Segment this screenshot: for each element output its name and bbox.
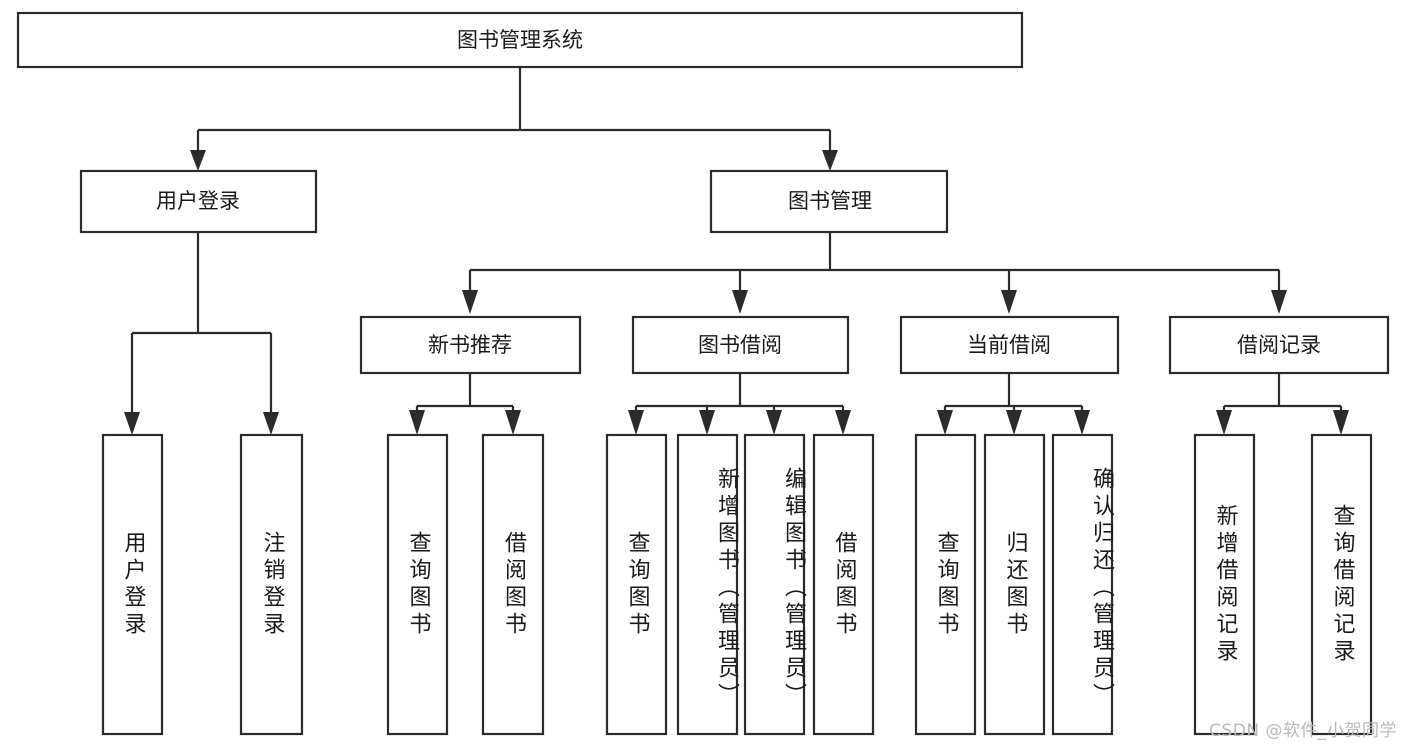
node-user-login[interactable]: 用户登录 xyxy=(79,169,318,234)
arrow-head-current-borrow xyxy=(1001,290,1017,314)
arrow-head-leaf-add-record xyxy=(1216,410,1232,435)
leaf-box-borrow-book-1[interactable] xyxy=(481,433,545,736)
node-root-label: 图书管理系统 xyxy=(457,28,583,52)
node-current-borrow-box[interactable] xyxy=(899,315,1120,375)
arrow-head-leaf-borrow-book-1 xyxy=(505,410,521,435)
leaf-box-user-login[interactable] xyxy=(101,433,164,736)
node-user-login-box[interactable] xyxy=(79,169,318,234)
leaf-box-borrow-book-2[interactable] xyxy=(812,433,875,736)
arrow-head-leaf-add-book xyxy=(699,410,715,435)
node-root[interactable]: 图书管理系统 xyxy=(16,11,1024,69)
leaf-box-query-book-2[interactable] xyxy=(605,433,668,736)
leaf-box-query-book-3[interactable] xyxy=(914,433,977,736)
node-book-manage[interactable]: 图书管理 xyxy=(709,169,949,234)
node-borrow-record-label: 借阅记录 xyxy=(1237,333,1321,357)
connector-group-book-borrow xyxy=(628,373,851,435)
arrow-head-user-login xyxy=(190,150,206,171)
arrow-head-leaf-return-book xyxy=(1006,410,1022,435)
node-book-borrow-box[interactable] xyxy=(631,315,850,375)
node-borrow-record-box[interactable] xyxy=(1168,315,1390,375)
arrow-head-leaf-borrow-book-2 xyxy=(835,410,851,435)
node-borrow-record[interactable]: 借阅记录 xyxy=(1168,315,1390,375)
arrow-head-book-manage xyxy=(822,150,838,171)
arrow-head-book-borrow xyxy=(732,290,748,314)
connector-group-borrow-record xyxy=(1216,373,1349,435)
connector-group-current-borrow xyxy=(937,373,1090,435)
node-book-borrow[interactable]: 图书借阅 xyxy=(631,315,850,375)
node-new-book-rec-label: 新书推荐 xyxy=(428,333,512,357)
connector-group-user-login xyxy=(124,232,279,435)
csdn-watermark: CSDN @软件_小贺同学 xyxy=(1209,721,1397,741)
arrow-head-leaf-user-login xyxy=(124,412,140,435)
arrow-head-leaf-logout-login xyxy=(263,412,279,435)
connector-group-new-book-rec xyxy=(409,373,521,435)
arrow-head-leaf-edit-book xyxy=(766,410,782,435)
node-book-borrow-label: 图书借阅 xyxy=(698,333,782,357)
leaf-box-confirm-return[interactable] xyxy=(1051,433,1114,736)
leaf-box-query-book-1[interactable] xyxy=(386,433,449,736)
connector-group-root xyxy=(190,67,838,171)
arrow-head-new-book-rec xyxy=(462,290,478,314)
node-new-book-rec-box[interactable] xyxy=(359,315,582,375)
node-current-borrow[interactable]: 当前借阅 xyxy=(899,315,1120,375)
leaf-box-add-record[interactable] xyxy=(1193,433,1256,736)
arrow-head-leaf-query-book-3 xyxy=(937,410,953,435)
node-book-manage-label: 图书管理 xyxy=(788,189,872,213)
node-user-login-label: 用户登录 xyxy=(156,189,240,213)
arrow-head-leaf-query-book-2 xyxy=(628,410,644,435)
leaf-box-edit-book[interactable] xyxy=(743,433,806,736)
connector-group-book-manage xyxy=(462,232,1287,314)
leaf-box-logout-login[interactable] xyxy=(239,433,304,736)
node-current-borrow-label: 当前借阅 xyxy=(967,333,1051,357)
node-root-box[interactable] xyxy=(16,11,1024,69)
node-new-book-rec[interactable]: 新书推荐 xyxy=(359,315,582,375)
arrow-head-borrow-record xyxy=(1271,290,1287,314)
leaf-box-return-book[interactable] xyxy=(983,433,1046,736)
node-book-manage-box[interactable] xyxy=(709,169,949,234)
arrow-head-leaf-query-record xyxy=(1333,410,1349,435)
leaf-box-query-record[interactable] xyxy=(1310,433,1373,736)
arrow-head-leaf-query-book-1 xyxy=(409,410,425,435)
arrow-head-leaf-confirm-return xyxy=(1074,410,1090,435)
leaf-box-add-book[interactable] xyxy=(676,433,739,736)
leaf-box-group xyxy=(101,433,1373,736)
